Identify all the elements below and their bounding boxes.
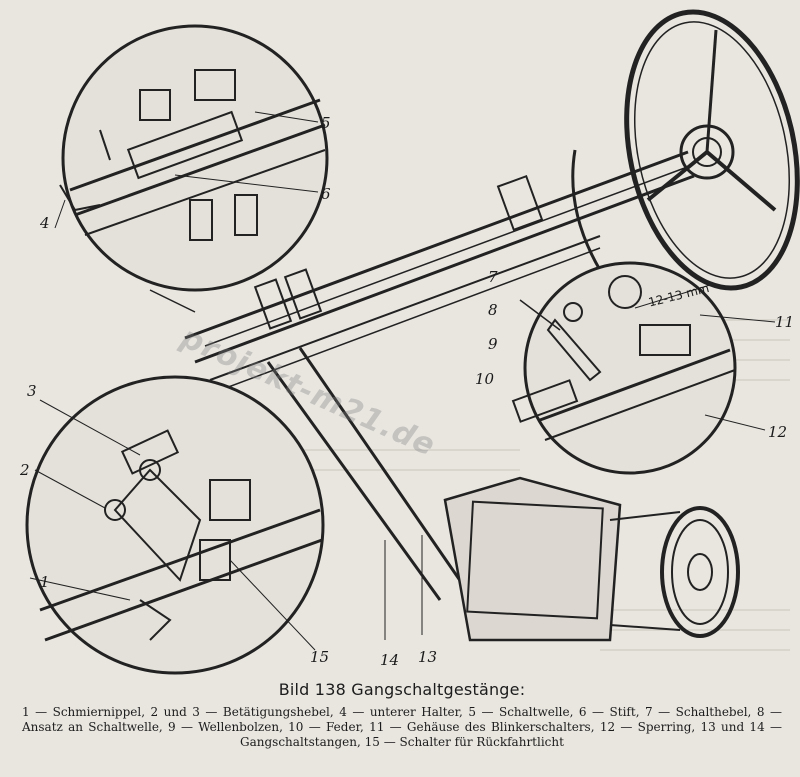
detail-circle-bottom [25,375,325,675]
callout-15: 15 [310,648,330,666]
detail-circle-right [511,261,776,475]
callout-4: 4 [40,214,50,232]
gear-linkage-diagram: projekt-m21.de 12-13 mm 1 2 3 4 5 6 7 8 … [20,9,800,675]
diagram-drawing [25,9,800,675]
callout-14: 14 [380,651,400,669]
callout-3: 3 [27,382,37,400]
callout-7: 7 [488,268,498,286]
detail-circle-top [54,24,329,292]
callout-10: 10 [475,370,495,388]
callout-8: 8 [488,301,498,319]
steering-wheel [624,9,800,291]
caption-title: Bild 138 Gangschaltgestänge: [278,680,526,699]
callout-12: 12 [768,423,788,441]
gearbox [443,476,740,642]
callout-6: 6 [321,185,331,203]
callout-2: 2 [20,461,30,479]
caption-legend: 1 — Schmiernippel, 2 und 3 — Betätigungs… [22,705,782,749]
figure-caption: Bild 138 Gangschaltgestänge: 1 — Schmier… [22,680,782,750]
callout-1: 1 [40,573,50,591]
callout-13: 13 [418,648,438,666]
callout-11: 11 [775,313,795,331]
steering-column [184,149,695,393]
leader-lines [149,289,561,331]
callout-5: 5 [321,114,331,132]
callout-9: 9 [488,335,498,353]
shift-rods [266,347,472,640]
